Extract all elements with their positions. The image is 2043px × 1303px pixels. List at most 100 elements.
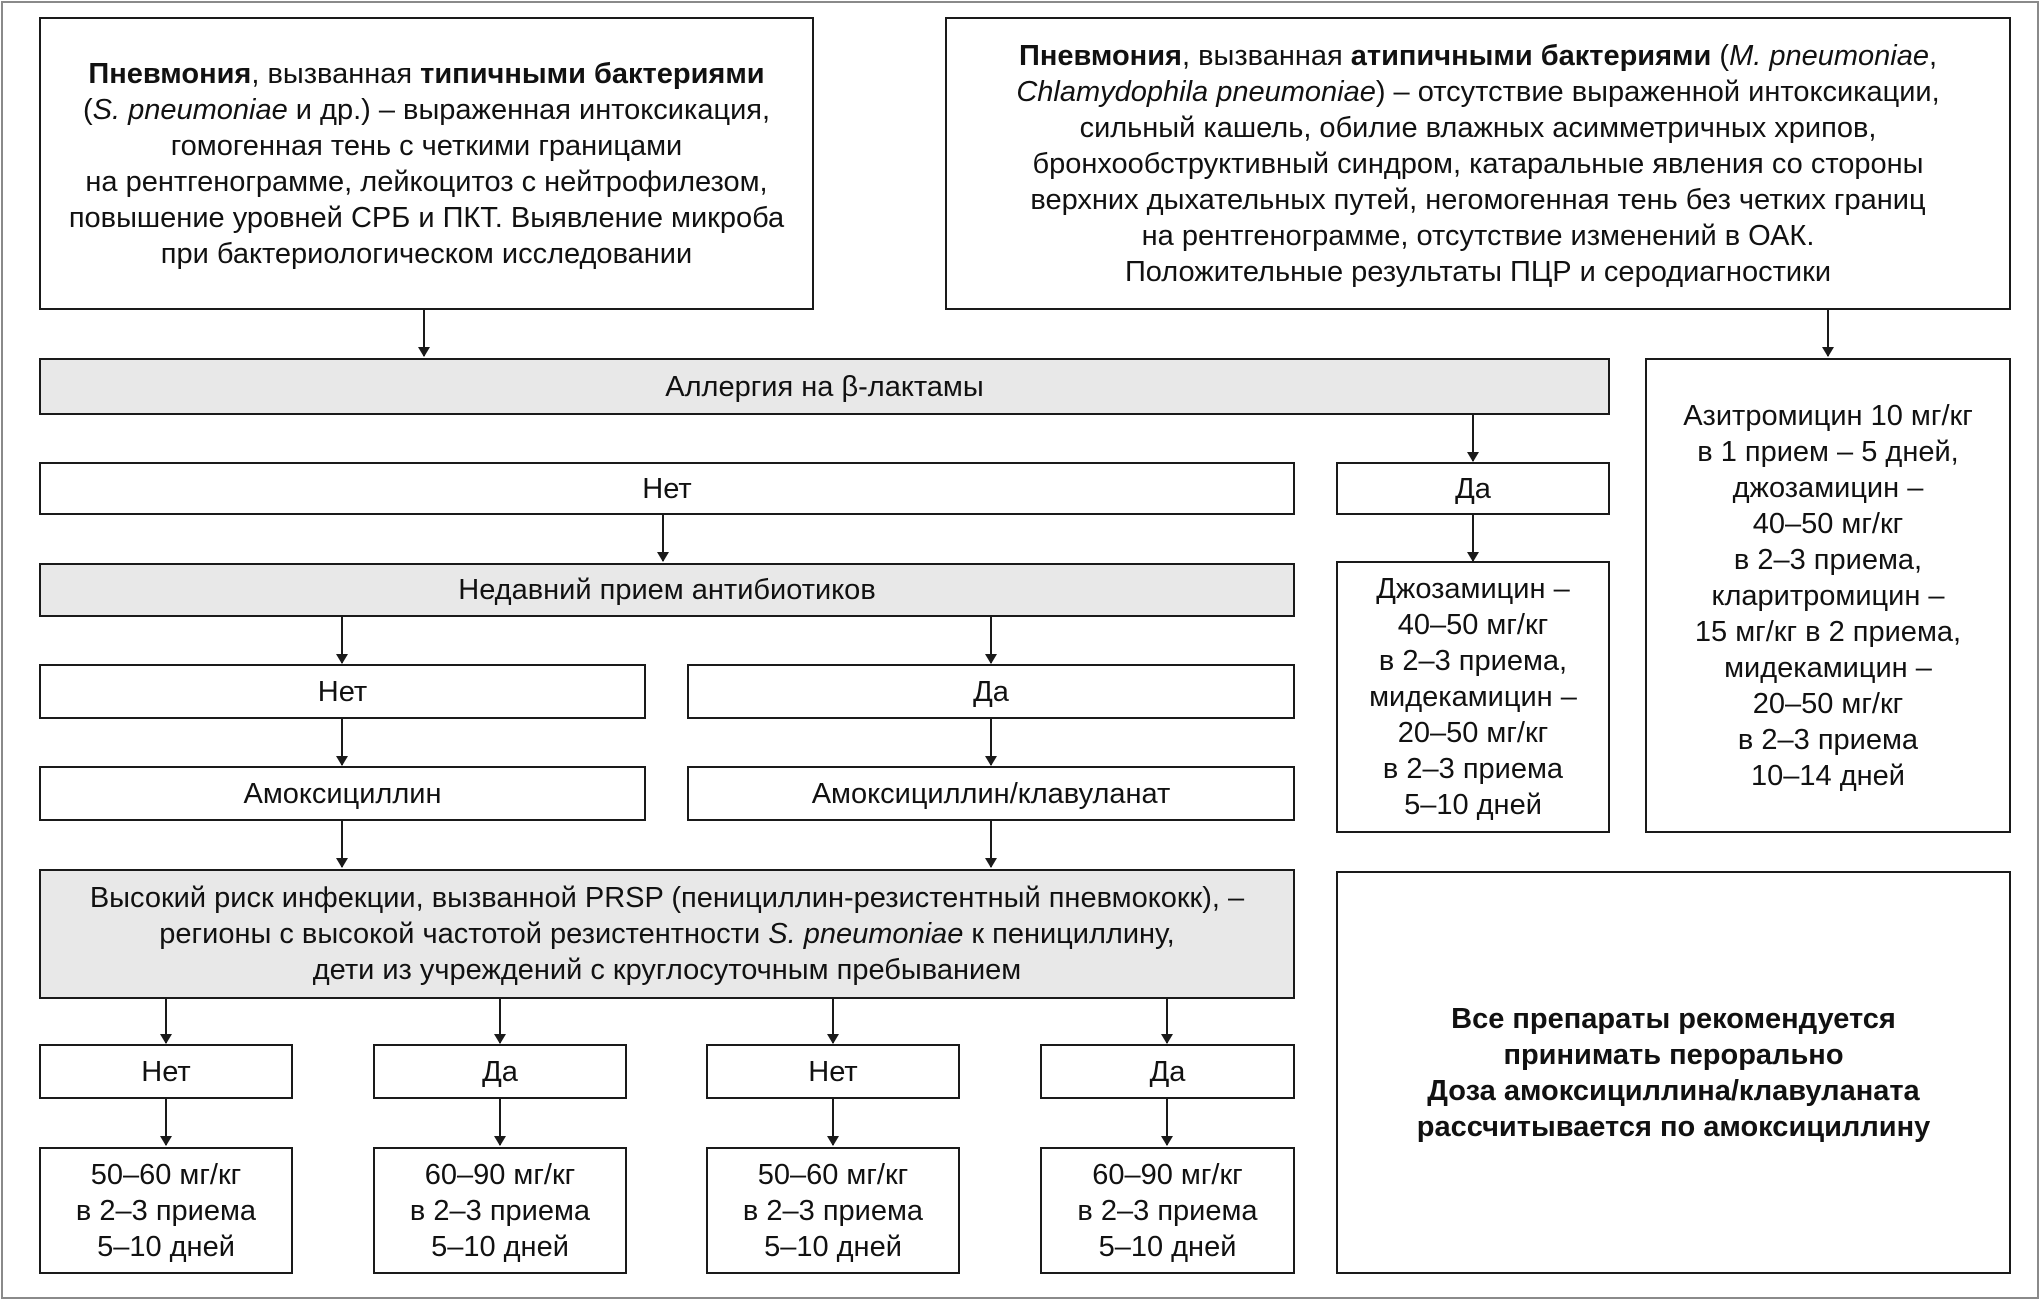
text-line: Азитромицин 10 мг/кг (1683, 399, 1973, 432)
text-line: регионы с высокой частотой резистентност… (90, 916, 1244, 952)
text-line: 60–90 мг/кг (1092, 1158, 1243, 1191)
recent-antibiotics-box: Недавний прием антибиотиков (39, 563, 1295, 617)
text-segment: при бактериологическом исследовании (160, 237, 693, 270)
text-segment: повышение уровней СРБ и ПКТ. Выявление м… (68, 201, 785, 234)
text-line: рассчитывается по амоксициллину (1416, 1110, 1931, 1143)
text-segment: , вызванная (251, 57, 421, 90)
text-line: в 2–3 приема (1077, 1194, 1258, 1227)
typical-bacteria-box: Пневмония, вызванная типичными бактериям… (39, 17, 814, 310)
text-segment: на рентгенограмме, лейкоцитоз с нейтрофи… (85, 165, 768, 198)
text-segment: , вызванная (1181, 39, 1351, 72)
text-line: 20–50 мг/кг (1752, 687, 1904, 720)
text-line: в 2–3 приема (1382, 753, 1564, 785)
text-segment: дети из учреждений с круглосуточным преб… (312, 954, 1022, 986)
prsp-answer-no-1: Нет (39, 1044, 293, 1099)
text-line: в 2–3 приема (75, 1194, 257, 1227)
allergy-yes-box: Да (1336, 462, 1610, 515)
text-line: 5–10 дней (431, 1230, 569, 1263)
recent-antibiotics-yes-label: Да (973, 675, 1009, 708)
text-line: 50–60 мг/кг (90, 1158, 242, 1191)
text-segment: ) – отсутствие выраженной интоксикации, (1375, 75, 1940, 108)
text-line: 40–50 мг/кг (1752, 507, 1904, 540)
text-line: 5–10 дней (1404, 789, 1542, 821)
prsp-answer-label: Да (1149, 1055, 1186, 1088)
recent-antibiotics-no-box: Нет (39, 664, 646, 719)
amoxicillin-box: Амоксициллин (39, 766, 646, 821)
text-line: сильный кашель, обилие влажных асимметри… (1016, 110, 1939, 146)
text-line: принимать перорально (1503, 1038, 1844, 1071)
text-line: 40–50 мг/кг (1397, 609, 1549, 641)
bold-text: атипичными бактериями (1350, 39, 1712, 72)
text-line: Доза амоксициллина/клавуланата (1427, 1074, 1920, 1107)
amoxicillin-label: Амоксициллин (243, 777, 442, 810)
text-line: на рентгенограмме, лейкоцитоз с нейтрофи… (69, 164, 784, 200)
text-line: джозамицин – (1732, 471, 1924, 504)
prsp-answer-label: Нет (808, 1055, 858, 1088)
text-line: в 2–3 приема (1737, 723, 1919, 756)
atypical-bacteria-box: Пневмония, вызванная атипичными бактерия… (945, 17, 2011, 310)
text-segment: регионы с высокой частотой резистентност… (159, 918, 769, 950)
text-line: бронхообструктивный синдром, катаральные… (1016, 146, 1939, 182)
prsp-answer-yes-2: Да (1040, 1044, 1295, 1099)
text-segment: , (1928, 39, 1938, 72)
text-line: в 2–3 приема (742, 1194, 924, 1227)
recent-antibiotics-no-label: Нет (317, 675, 368, 708)
text-line: в 2–3 приема, (1378, 645, 1568, 677)
text-line: верхних дыхательных путей, негомогенная … (1016, 182, 1939, 218)
text-line: 15 мг/кг в 2 приема, (1694, 615, 1962, 648)
text-line: в 2–3 приема (409, 1194, 591, 1227)
prsp-answer-label: Да (482, 1055, 518, 1088)
text-line: Джозамицин – (1376, 573, 1570, 605)
allergy-beta-lactams-label: Аллергия на β-лактамы (665, 370, 984, 403)
text-line: Высокий риск инфекции, вызванной PRSP (п… (90, 880, 1244, 916)
text-line: 60–90 мг/кг (424, 1158, 576, 1191)
text-segment: бронхообструктивный синдром, катаральные… (1032, 147, 1924, 180)
text-line: Положительные результаты ПЦР и серодиагн… (1016, 254, 1939, 290)
bold-text: Пневмония (1018, 39, 1182, 72)
text-line: 20–50 мг/кг (1397, 717, 1549, 749)
italic-text: S. pneumoniae (768, 918, 964, 950)
text-segment: гомогенная тень с четкими границами (170, 129, 683, 162)
text-segment: сильный кашель, обилие влажных асимметри… (1079, 111, 1877, 144)
text-line: 50–60 мг/кг (757, 1158, 909, 1191)
text-line: 5–10 дней (1098, 1230, 1237, 1263)
amoxicillin-clavulanate-label: Амоксициллин/клавуланат (811, 777, 1171, 810)
bold-text: Пневмония (88, 57, 252, 90)
text-line: кларитромицин – (1711, 579, 1945, 612)
prsp-risk-box: Высокий риск инфекции, вызванной PRSP (п… (39, 869, 1295, 999)
italic-text: Chlamydophila pneumoniae (1016, 75, 1376, 108)
text-line: в 2–3 приема, (1733, 543, 1923, 576)
prsp-answer-yes-1: Да (373, 1044, 627, 1099)
text-line: Chlamydophila pneumoniae) – отсутствие в… (1016, 74, 1939, 110)
text-segment: и др.) – выраженная интоксикация, (287, 93, 771, 126)
typical-bacteria-text: Пневмония, вызванная типичными бактериям… (69, 56, 784, 272)
text-segment: на рентгенограмме, отсутствие изменений … (1141, 219, 1815, 252)
text-line: (S. pneumoniae и др.) – выраженная инток… (69, 92, 784, 128)
italic-text: S. pneumoniae (92, 93, 288, 126)
prsp-risk-text: Высокий риск инфекции, вызванной PRSP (п… (90, 880, 1244, 988)
text-line: на рентгенограмме, отсутствие изменений … (1016, 218, 1939, 254)
text-line: 5–10 дней (764, 1230, 902, 1263)
recent-antibiotics-label: Недавний прием антибиотиков (458, 574, 876, 606)
text-line: повышение уровней СРБ и ПКТ. Выявление м… (69, 200, 784, 236)
text-segment: Высокий риск инфекции, вызванной PRSP (п… (89, 882, 1245, 914)
text-segment: Положительные результаты ПЦР и серодиагн… (1124, 255, 1832, 288)
allergy-no-label: Нет (642, 472, 692, 505)
text-segment: верхних дыхательных путей, негомогенная … (1030, 183, 1926, 216)
text-line: Все препараты рекомендуется (1451, 1002, 1896, 1035)
text-line: Пневмония, вызванная атипичными бактерия… (1016, 38, 1939, 74)
